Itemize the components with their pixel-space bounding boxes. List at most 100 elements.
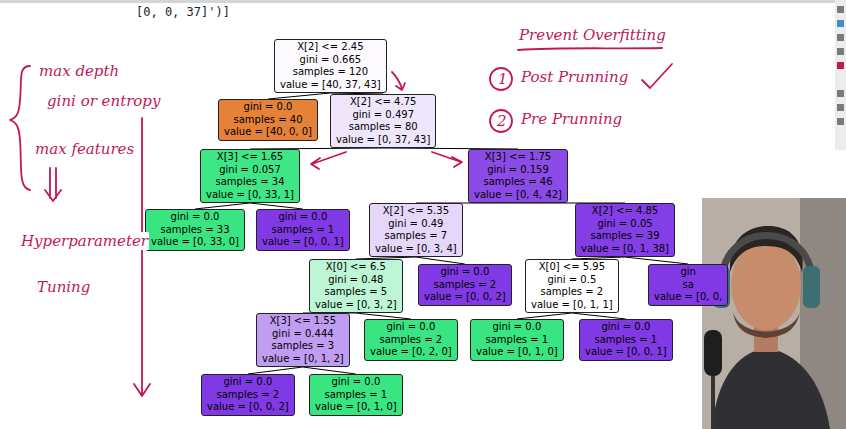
pen-arrow [311,152,346,169]
tree-node: X[2] <= 4.75gini = 0.497samples = 80valu… [330,94,436,148]
node-text: value = [0, 4, 42] [474,189,562,202]
tree-node: gini = 0.0samples = 2value = [0, 2, 0] [364,319,458,361]
tree-node: gini = 0.0samples = 1value = [0, 0, 1] [579,319,673,361]
tree-node: gini = 0.0samples = 2value = [0, 0, 2] [201,374,295,416]
toolbar-icon [837,48,844,55]
tree-node: X[2] <= 2.45gini = 0.665samples = 120val… [274,39,387,93]
node-text: gini = 0.497 [336,109,430,122]
brace [10,66,30,190]
headphone-cup [803,266,820,308]
tree-node: gini = 0.0samples = 2value = [0, 0, 2] [418,264,512,306]
node-text: samples = 46 [474,176,562,189]
node-text: X[3] <= 1.55 [262,315,344,328]
toolbar-icon [837,20,844,27]
node-text: value = [0, 1, 1] [531,299,613,312]
node-text: samples = 39 [581,230,669,243]
tree-branch [625,257,688,264]
node-text: value = [0, 1, 2] [262,353,344,366]
microphone [704,330,722,376]
node-text: value = [0, 1, 0] [476,346,558,359]
node-text: samples = 5 [315,286,397,299]
microphone-stand [711,376,715,429]
tree-node: X[2] <= 5.35gini = 0.49samples = 7value … [369,203,463,257]
node-text: value = [0, 33, 0] [151,236,239,249]
node-text: samples = 2 [531,286,613,299]
node-text: gini = 0.5 [531,274,613,287]
node-text: samples = 2 [207,389,289,402]
toolbar-icon [837,118,844,125]
tree-branch [416,257,465,264]
circled-number: 1 [497,70,509,88]
tree-branch [303,367,356,374]
node-text: value = [0, 33, 1] [206,189,294,202]
node-text: sa [654,279,722,292]
pen-arrow [432,152,462,167]
node-text: samples = 2 [370,334,452,347]
node-text: gini = 0.0 [151,211,239,224]
toolbar-icon [837,90,844,97]
handwritten-note: Post Prunning [520,68,629,86]
node-text: samples = 3 [262,340,344,353]
node-text: samples = 1 [476,334,558,347]
tree-node: gini = 0.0samples = 1value = [0, 1, 0] [309,374,403,416]
tree-node: X[3] <= 1.55gini = 0.444samples = 3value… [256,313,350,367]
toolbar-icon [837,62,844,69]
node-text: X[2] <= 4.75 [336,96,430,109]
tree-node: X[3] <= 1.75gini = 0.159samples = 46valu… [468,149,568,203]
node-text: gini = 0.057 [206,164,294,177]
handwritten-note: Pre Prunning [520,110,623,128]
node-text: value = [0, 0, 2] [424,291,506,304]
beard [733,312,800,338]
node-text: gini = 0.49 [375,218,457,231]
webcam [702,198,846,429]
node-text: gini = 0.05 [581,218,669,231]
toolbar-icon [837,34,844,41]
node-text: gini = 0.0 [262,211,344,224]
node-text: samples = 1 [315,389,397,402]
node-text: value = [0, 2, 0] [370,346,452,359]
node-text: value = [40, 0, 0] [224,126,312,139]
node-text: samples = 1 [262,224,344,237]
node-text: value = [0, 3, 4] [375,243,457,256]
tree-node: X[0] <= 6.5gini = 0.48samples = 5value =… [309,259,403,313]
node-text: samples = 2 [424,279,506,292]
tree-branch [248,367,303,374]
node-text: gini = 0.665 [280,54,381,67]
node-text: gini = 0.0 [424,266,506,279]
tree-node: X[0] <= 5.95gini = 0.5samples = 2value =… [525,259,619,313]
toolbar-icon [837,104,844,111]
pen-arrow [392,72,405,90]
handwritten-note: gini or entropy [46,92,161,110]
node-text: gin [654,266,722,279]
tree-node: gini = 0.0samples = 1value = [0, 0, 1] [256,209,350,251]
double-arrow [45,168,61,201]
tree-node: gini = 0.0samples = 1value = [0, 1, 0] [470,319,564,361]
number-circle [490,68,512,90]
toolbar-icon [837,6,844,13]
webcam-background [702,198,846,429]
node-text: gini = 0.48 [315,274,397,287]
node-text: gini = 0.444 [262,328,344,341]
node-text: value = [0, 0, 2] [207,401,289,414]
node-text: samples = 1 [585,334,667,347]
node-text: gini = 0.0 [476,321,558,334]
node-text: value = [40, 37, 43] [280,79,381,92]
handwritten-note: Prevent Overfitting [518,26,667,44]
node-text: gini = 0.0 [207,376,289,389]
node-text: gini = 0.0 [224,101,312,114]
tree-node: X[3] <= 1.65gini = 0.057samples = 34valu… [200,149,300,203]
node-text: value = [0, 0, 1] [585,346,667,359]
tree-node: ginsavalue = [0, 0, [648,264,728,306]
node-text: value = [0, 0, 1] [262,236,344,249]
headphone-band [722,236,812,283]
node-text: gini = 0.159 [474,164,562,177]
node-text: samples = 120 [280,66,381,79]
node-text: X[2] <= 2.45 [280,41,381,54]
node-text: samples = 80 [336,121,430,134]
node-text: value = [0, 1, 0] [315,401,397,414]
node-text: samples = 7 [375,230,457,243]
underline [518,48,662,50]
handwritten-note: max depth [38,62,120,80]
node-text: gini = 0.0 [585,321,667,334]
circled-number: 2 [496,112,508,130]
